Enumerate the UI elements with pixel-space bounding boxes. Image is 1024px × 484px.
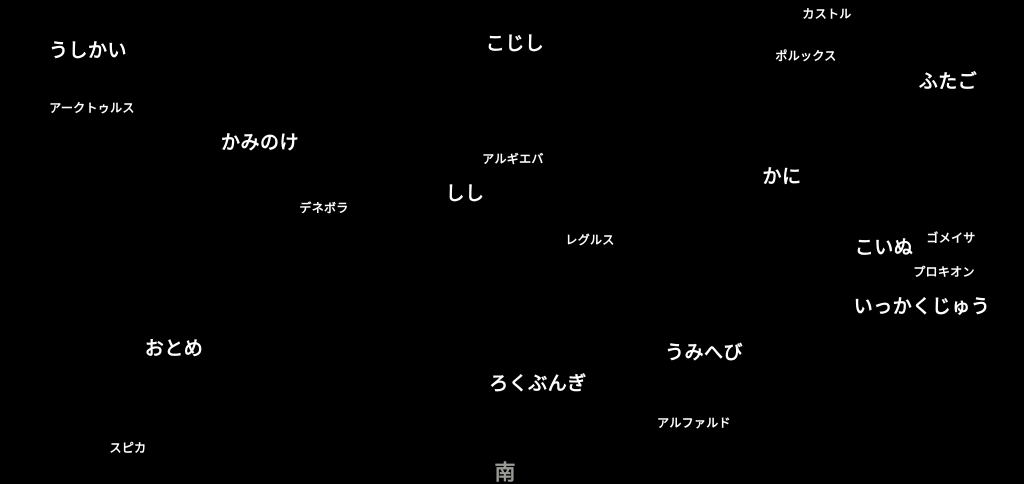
constellation-label-9[interactable]: うみへび: [664, 341, 744, 364]
star-name-label-6[interactable]: ゴメイサ: [926, 231, 976, 245]
star-name-label-5[interactable]: レグルス: [565, 233, 615, 247]
constellation-label-6[interactable]: こいぬ: [854, 236, 914, 259]
star-name-label-3[interactable]: アルギエバ: [482, 152, 544, 166]
constellation-label-8[interactable]: おとめ: [144, 337, 204, 360]
constellation-label-3[interactable]: かみのけ: [220, 131, 300, 154]
constellation-label-4[interactable]: しし: [445, 182, 485, 205]
constellation-label-0[interactable]: うしかい: [48, 39, 128, 62]
constellation-label-1[interactable]: こじし: [485, 32, 545, 55]
star-name-label-1[interactable]: ポルックス: [775, 49, 837, 63]
star-name-label-9[interactable]: スピカ: [109, 441, 147, 455]
constellation-label-5[interactable]: かに: [762, 165, 802, 188]
constellation-label-2[interactable]: ふたご: [918, 70, 978, 93]
constellation-label-7[interactable]: いっかくじゅう: [853, 295, 991, 318]
constellation-label-10[interactable]: ろくぶんぎ: [489, 372, 587, 395]
star-name-label-8[interactable]: アルファルド: [657, 416, 731, 430]
star-name-label-4[interactable]: デネボラ: [299, 201, 349, 215]
star-name-label-2[interactable]: アークトゥルス: [49, 101, 135, 115]
star-name-label-7[interactable]: プロキオン: [913, 265, 975, 279]
star-name-label-0[interactable]: カストル: [802, 7, 852, 21]
cardinal-direction-marker-0: 南: [494, 460, 516, 484]
